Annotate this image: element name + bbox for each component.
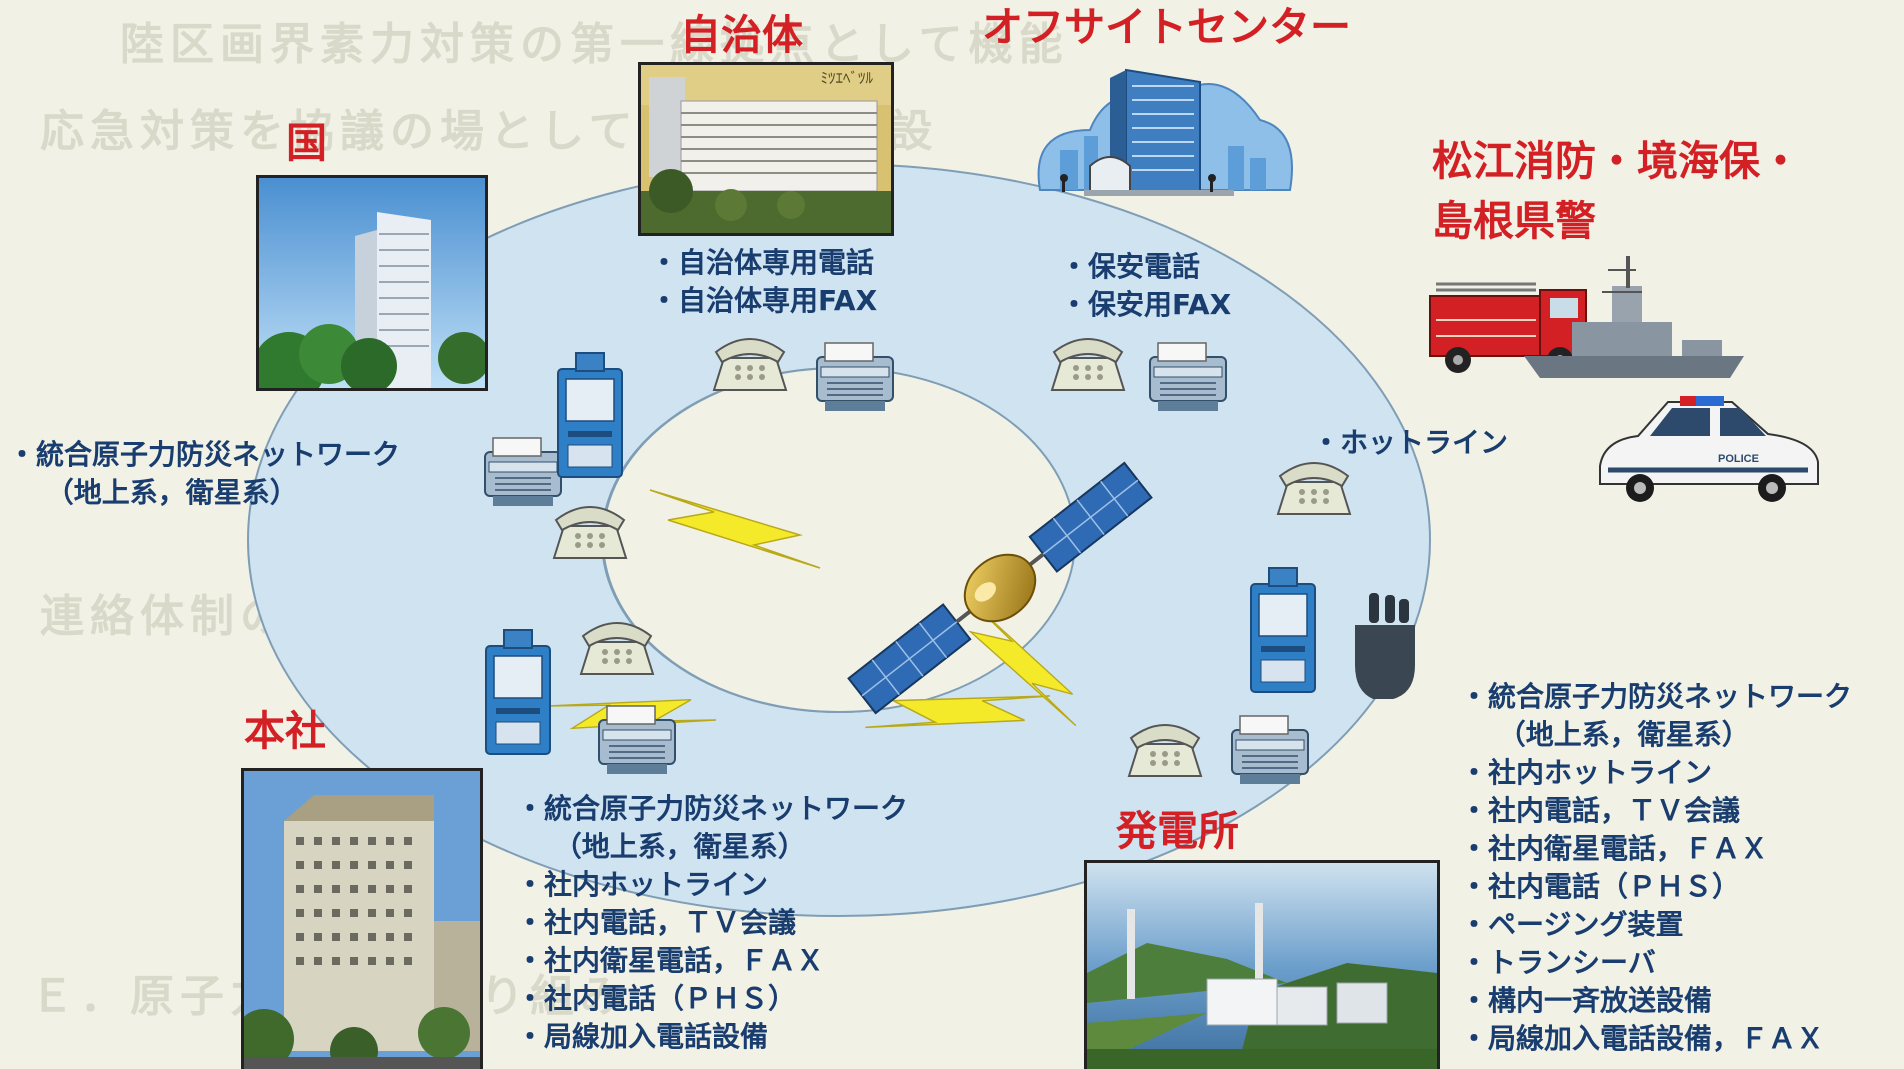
telephone-icon	[1128, 724, 1202, 777]
telephone-icon	[713, 338, 787, 391]
jichitai-building-photo: ﾐﾂｴﾍﾞﾂﾙ	[638, 62, 894, 236]
list-item: 社内電話（ＰＨＳ）	[516, 980, 908, 1018]
hotline-list: ホットライン	[1312, 424, 1508, 462]
node-title-offsite: オフサイトセンター	[982, 3, 1351, 51]
list-item: ホットライン	[1312, 424, 1508, 462]
list-item: （地上系，衛星系）	[45, 476, 298, 509]
telephone-icon	[553, 506, 627, 559]
list-item: ページング装置	[1460, 906, 1852, 944]
list-item: 構内一斉放送設備	[1460, 982, 1852, 1020]
list-item: 局線加入電話設備	[516, 1018, 908, 1056]
building-icon	[259, 178, 485, 388]
list-item: 自治体専用電話	[650, 244, 877, 282]
list-item: 統合原子力防災ネットワーク	[516, 790, 908, 828]
satellite-icon	[847, 461, 1153, 715]
telephone-icon	[1051, 338, 1125, 391]
node-title-matsue-line1: 松江消防・境海保・	[1432, 137, 1801, 185]
terminal-icon	[1250, 567, 1316, 693]
offsite-comm-list: 保安電話 保安用FAX	[1060, 248, 1231, 324]
list-item: 統合原子力防災ネットワーク	[8, 436, 400, 474]
node-title-honsha: 本社	[244, 707, 326, 755]
jichitai-sign-text: ﾐﾂｴﾍﾞﾂﾙ	[820, 69, 873, 87]
jichitai-comm-list: 自治体専用電話 自治体専用FAX	[650, 244, 877, 320]
list-item: （地上系，衛星系）	[1497, 718, 1750, 751]
honsha-comm-list: 統合原子力防災ネットワーク （地上系，衛星系） 社内ホットライン 社内電話，ＴＶ…	[516, 790, 908, 1056]
list-item: 社内ホットライン	[516, 866, 908, 904]
list-item: 保安用FAX	[1060, 286, 1231, 324]
telephone-icon	[580, 622, 654, 675]
list-item: 社内ホットライン	[1460, 754, 1852, 792]
list-item: （地上系，衛星系）	[553, 830, 806, 863]
list-item: 局線加入電話設備，ＦＡＸ	[1460, 1020, 1852, 1058]
list-item: 社内衛星電話，ＦＡＸ	[1460, 830, 1852, 868]
honsha-building-photo	[241, 768, 483, 1069]
background-ghost-text: 陸区画界素力対策の第一線拠点として機能	[120, 19, 1069, 70]
transceiver-icon	[1355, 593, 1415, 699]
list-item: 統合原子力防災ネットワーク	[1460, 678, 1852, 716]
list-item: 社内電話（ＰＨＳ）	[1460, 868, 1852, 906]
hatsudensho-comm-list: 統合原子力防災ネットワーク （地上系，衛星系） 社内ホットライン 社内電話，ＴＶ…	[1460, 678, 1852, 1058]
ship-icon	[1524, 256, 1744, 378]
list-item: トランシーバ	[1460, 944, 1852, 982]
list-item: 社内電話，ＴＶ会議	[1460, 792, 1852, 830]
telephone-icon	[1277, 462, 1351, 515]
terminal-icon	[557, 352, 623, 478]
hatsudensho-plant-photo	[1084, 860, 1440, 1069]
node-title-kuni: 国	[286, 119, 327, 167]
kuni-building-photo	[256, 175, 488, 391]
list-item: 自治体専用FAX	[650, 282, 877, 320]
building-icon: ﾐﾂｴﾍﾞﾂﾙ	[641, 65, 891, 233]
node-title-jichitai: 自治体	[680, 11, 803, 59]
node-title-matsue-line2: 島根県警	[1432, 197, 1596, 245]
node-title-hatsudensho: 発電所	[1116, 807, 1239, 855]
list-item: 保安電話	[1060, 248, 1231, 286]
building-icon	[244, 771, 480, 1069]
offsite-center-building-icon	[1037, 68, 1293, 196]
power-plant-icon	[1087, 863, 1437, 1069]
terminal-icon	[485, 629, 551, 755]
list-item: 社内電話，ＴＶ会議	[516, 904, 908, 942]
police-car-label: POLICE	[1718, 453, 1759, 465]
police-car-icon: POLICE	[1599, 396, 1819, 502]
left-network-list: 統合原子力防災ネットワーク （地上系，衛星系）	[8, 436, 400, 512]
list-item: 社内衛星電話，ＦＡＸ	[516, 942, 908, 980]
